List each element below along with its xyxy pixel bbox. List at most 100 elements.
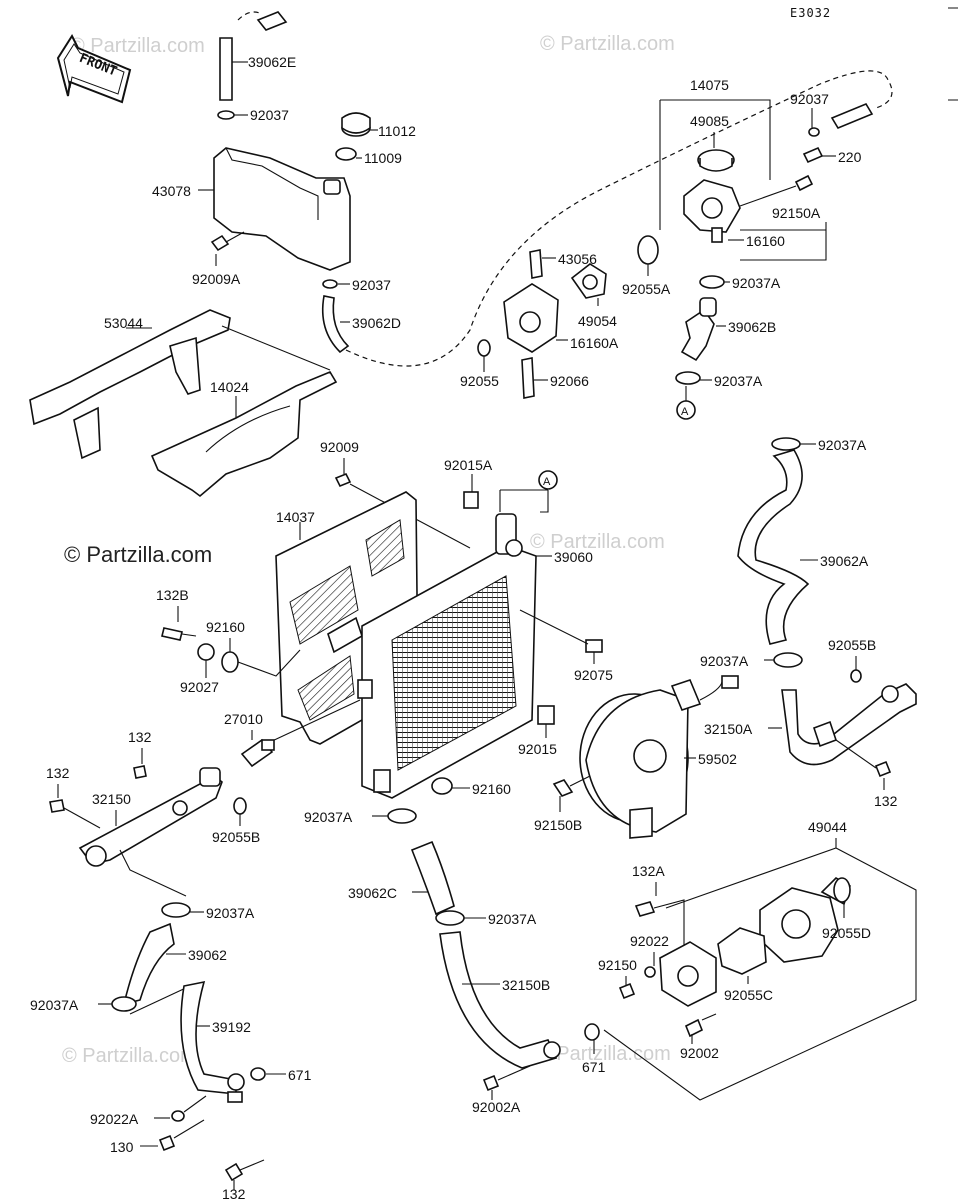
label-14024: 14024 (210, 379, 249, 395)
bolt-132-r-icon (835, 739, 892, 778)
clamp-92037A-8-icon (111, 996, 137, 1012)
clamp-92037-icon (217, 110, 235, 120)
label-92015A: 92015A (444, 457, 493, 473)
page-edge-ticks (948, 7, 958, 101)
bolt-132B-icon (161, 627, 197, 641)
label-92009A: 92009A (192, 271, 241, 287)
clamp-92037-tank-icon (322, 279, 338, 289)
label-92055D: 92055D (822, 925, 871, 941)
label-92055B-r: 92055B (828, 637, 876, 653)
label-92150A: 92150A (772, 205, 821, 221)
clamp-92037-right-icon (808, 127, 820, 137)
label-92037-right: 92037 (790, 91, 829, 107)
radiator-39060-icon (357, 513, 537, 799)
housing-16160A-icon (503, 283, 559, 353)
bolt-130-icon (158, 1134, 176, 1152)
pipe-32150A-icon (781, 683, 917, 766)
label-39062B: 39062B (728, 319, 776, 335)
label-92037A-2: 92037A (714, 373, 763, 389)
shroud-14024-icon (150, 370, 338, 498)
label-671-l: 671 (288, 1067, 312, 1083)
bolt-92150B-icon (552, 775, 591, 797)
label-92037-tank: 92037 (352, 277, 391, 293)
label-92037A-1: 92037A (732, 275, 781, 291)
label-92009: 92009 (320, 439, 359, 455)
clamp-92037A-7-icon (161, 902, 191, 918)
cap-11012-icon (341, 112, 371, 137)
label-132A: 132A (632, 863, 665, 879)
label-92015: 92015 (518, 741, 557, 757)
label-39060: 39060 (554, 549, 593, 565)
label-16160: 16160 (746, 233, 785, 249)
grommet-92160-a-icon (221, 651, 239, 673)
label-92037A-5: 92037A (304, 809, 353, 825)
sensor-43056-icon (529, 249, 543, 279)
sensor-92066-icon (521, 357, 535, 399)
nut-92015A-icon (463, 491, 479, 509)
label-39062A: 39062A (820, 553, 869, 569)
nut-92015-icon (537, 705, 555, 725)
label-92022: 92022 (630, 933, 669, 949)
label-92066: 92066 (550, 373, 589, 389)
clamp-92037A-3-icon (771, 437, 801, 451)
label-92075: 92075 (574, 667, 613, 683)
label-92055B-l: 92055B (212, 829, 260, 845)
label-92022A: 92022A (90, 1111, 139, 1127)
bolt-92002-icon (684, 1013, 717, 1038)
washer-92022-icon (644, 966, 656, 978)
spacer-92075-icon (519, 609, 603, 653)
pipe-32150B-icon (439, 931, 561, 1069)
label-49085: 49085 (690, 113, 729, 129)
label-11012: 11012 (378, 123, 416, 139)
callout-a-mid: A (543, 476, 551, 488)
label-14075: 14075 (690, 77, 729, 93)
oring-92055B-r-icon (850, 669, 862, 683)
label-92002: 92002 (680, 1045, 719, 1061)
hose-39062D-icon (321, 295, 350, 354)
label-39062C: 39062C (348, 885, 397, 901)
label-92055C: 92055C (724, 987, 773, 1003)
pipe-39192-icon (180, 980, 245, 1103)
bolt-132-a-icon (133, 765, 147, 779)
hose-end-icon (830, 102, 874, 130)
bolt-132A-icon (634, 899, 685, 960)
label-92150: 92150 (598, 957, 637, 973)
bolt-132-b-icon (224, 1159, 265, 1182)
oring-92055B-l-icon (233, 797, 247, 815)
label-132-a: 132 (128, 729, 152, 745)
watermark-2: © Partzilla.com (540, 33, 675, 55)
pump-cover-icon (659, 941, 717, 1007)
label-39062: 39062 (188, 947, 227, 963)
label-92055A: 92055A (622, 281, 671, 297)
label-32150: 32150 (92, 791, 131, 807)
oring-671-l-icon (250, 1067, 266, 1081)
label-671-r: 671 (582, 1059, 606, 1075)
bolt-132-l-icon (49, 799, 101, 829)
watermark-1: © Partzilla.com (70, 35, 205, 57)
label-14037: 14037 (276, 509, 315, 525)
watermark-4: © Partzilla.com (62, 1045, 197, 1067)
label-32150A: 32150A (704, 721, 753, 737)
label-43056: 43056 (558, 251, 597, 267)
fitting-220-icon (802, 146, 824, 164)
label-49044: 49044 (808, 819, 847, 835)
label-39062D: 39062D (352, 315, 401, 331)
seal-11009-icon (335, 147, 357, 161)
callout-a-top: A (681, 406, 689, 418)
label-92027: 92027 (180, 679, 219, 695)
pipe-32150-icon (78, 767, 223, 867)
reservoir-tank-icon (213, 147, 351, 271)
label-92150B: 92150B (534, 817, 582, 833)
label-92037A-3: 92037A (818, 437, 867, 453)
collar-92027-icon (197, 643, 215, 661)
hose-39062B-icon (680, 297, 717, 362)
label-32150B: 32150B (502, 977, 550, 993)
watermark-dark: © Partzilla.com (64, 542, 212, 567)
shroud-53044-icon (29, 309, 231, 460)
oring-671-r-icon (584, 1023, 600, 1041)
grommet-92160-b-icon (431, 777, 453, 795)
label-92037A-4: 92037A (700, 653, 749, 669)
label-11009: 11009 (364, 150, 402, 166)
bracket-49044 (603, 838, 917, 1101)
hose-39062-icon (122, 922, 175, 1006)
